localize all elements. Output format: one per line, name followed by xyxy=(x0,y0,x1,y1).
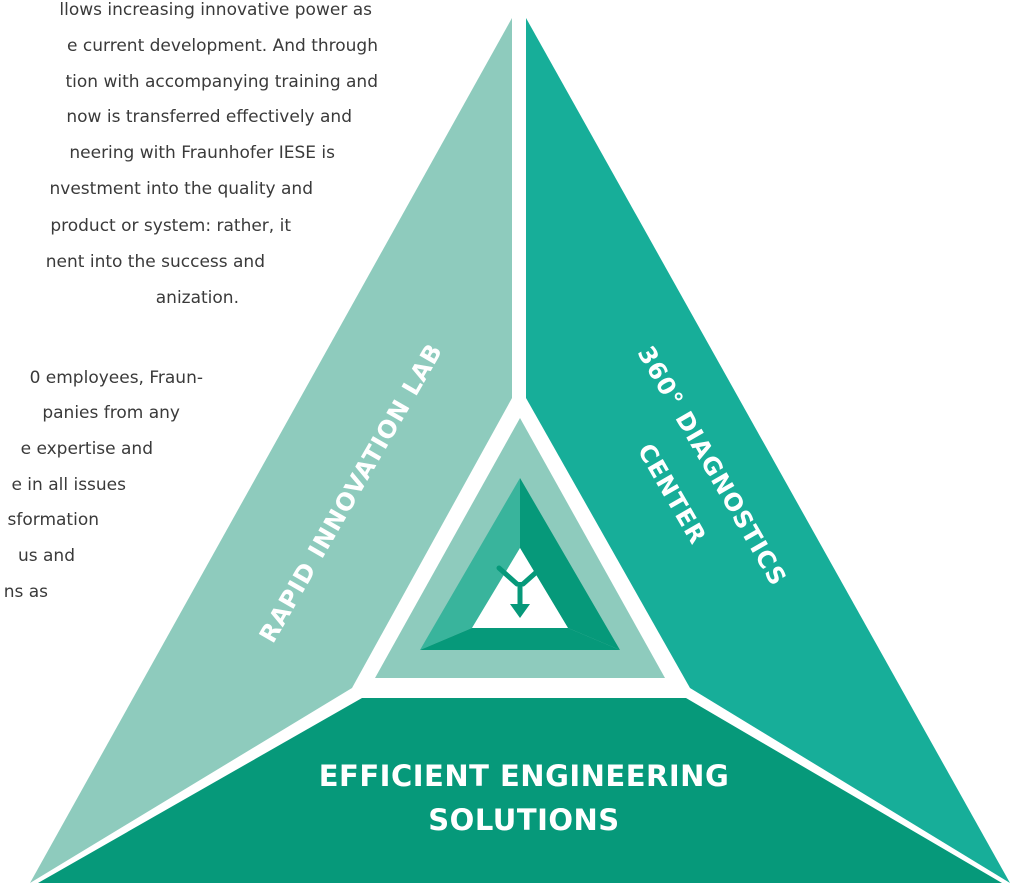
label-solutions: SOLUTIONS xyxy=(428,803,619,837)
text-line: llows increasing innovative power as xyxy=(59,0,372,20)
text-line: nvestment into the quality and xyxy=(49,179,314,199)
text-line: e current development. And through xyxy=(67,36,378,56)
text-line: tion with accompanying training and xyxy=(65,72,379,92)
text-line: product or system: rather, it xyxy=(50,216,291,236)
label-efficient-engineering: EFFICIENT ENGINEERING xyxy=(319,759,730,793)
segment-360-diagnostics-center xyxy=(526,18,1010,883)
text-line: us and xyxy=(17,546,75,566)
text-line: now is transferred effectively and xyxy=(66,107,352,127)
center-inner-right xyxy=(520,478,620,650)
text-line: neering with Fraunhofer IESE is xyxy=(69,143,335,163)
center-inner-left xyxy=(420,478,520,650)
segment-rapid-innovation-lab xyxy=(30,18,512,883)
text-line: e in all issues xyxy=(11,475,126,495)
body-text: llows increasing innovative power as e c… xyxy=(0,0,460,883)
text-line: e expertise and xyxy=(20,439,153,459)
text-line: anization. xyxy=(155,288,239,308)
text-line: nent into the success and xyxy=(45,252,265,272)
text-line: ns as xyxy=(3,582,48,602)
center-inner-bottom xyxy=(420,628,620,650)
arrow-split-icon xyxy=(496,565,544,618)
text-line: 0 employees, Fraun- xyxy=(29,368,203,388)
text-line: sformation xyxy=(7,510,99,530)
segment-efficient-engineering-solutions xyxy=(38,698,1002,883)
text-line: panies from any xyxy=(42,403,180,423)
